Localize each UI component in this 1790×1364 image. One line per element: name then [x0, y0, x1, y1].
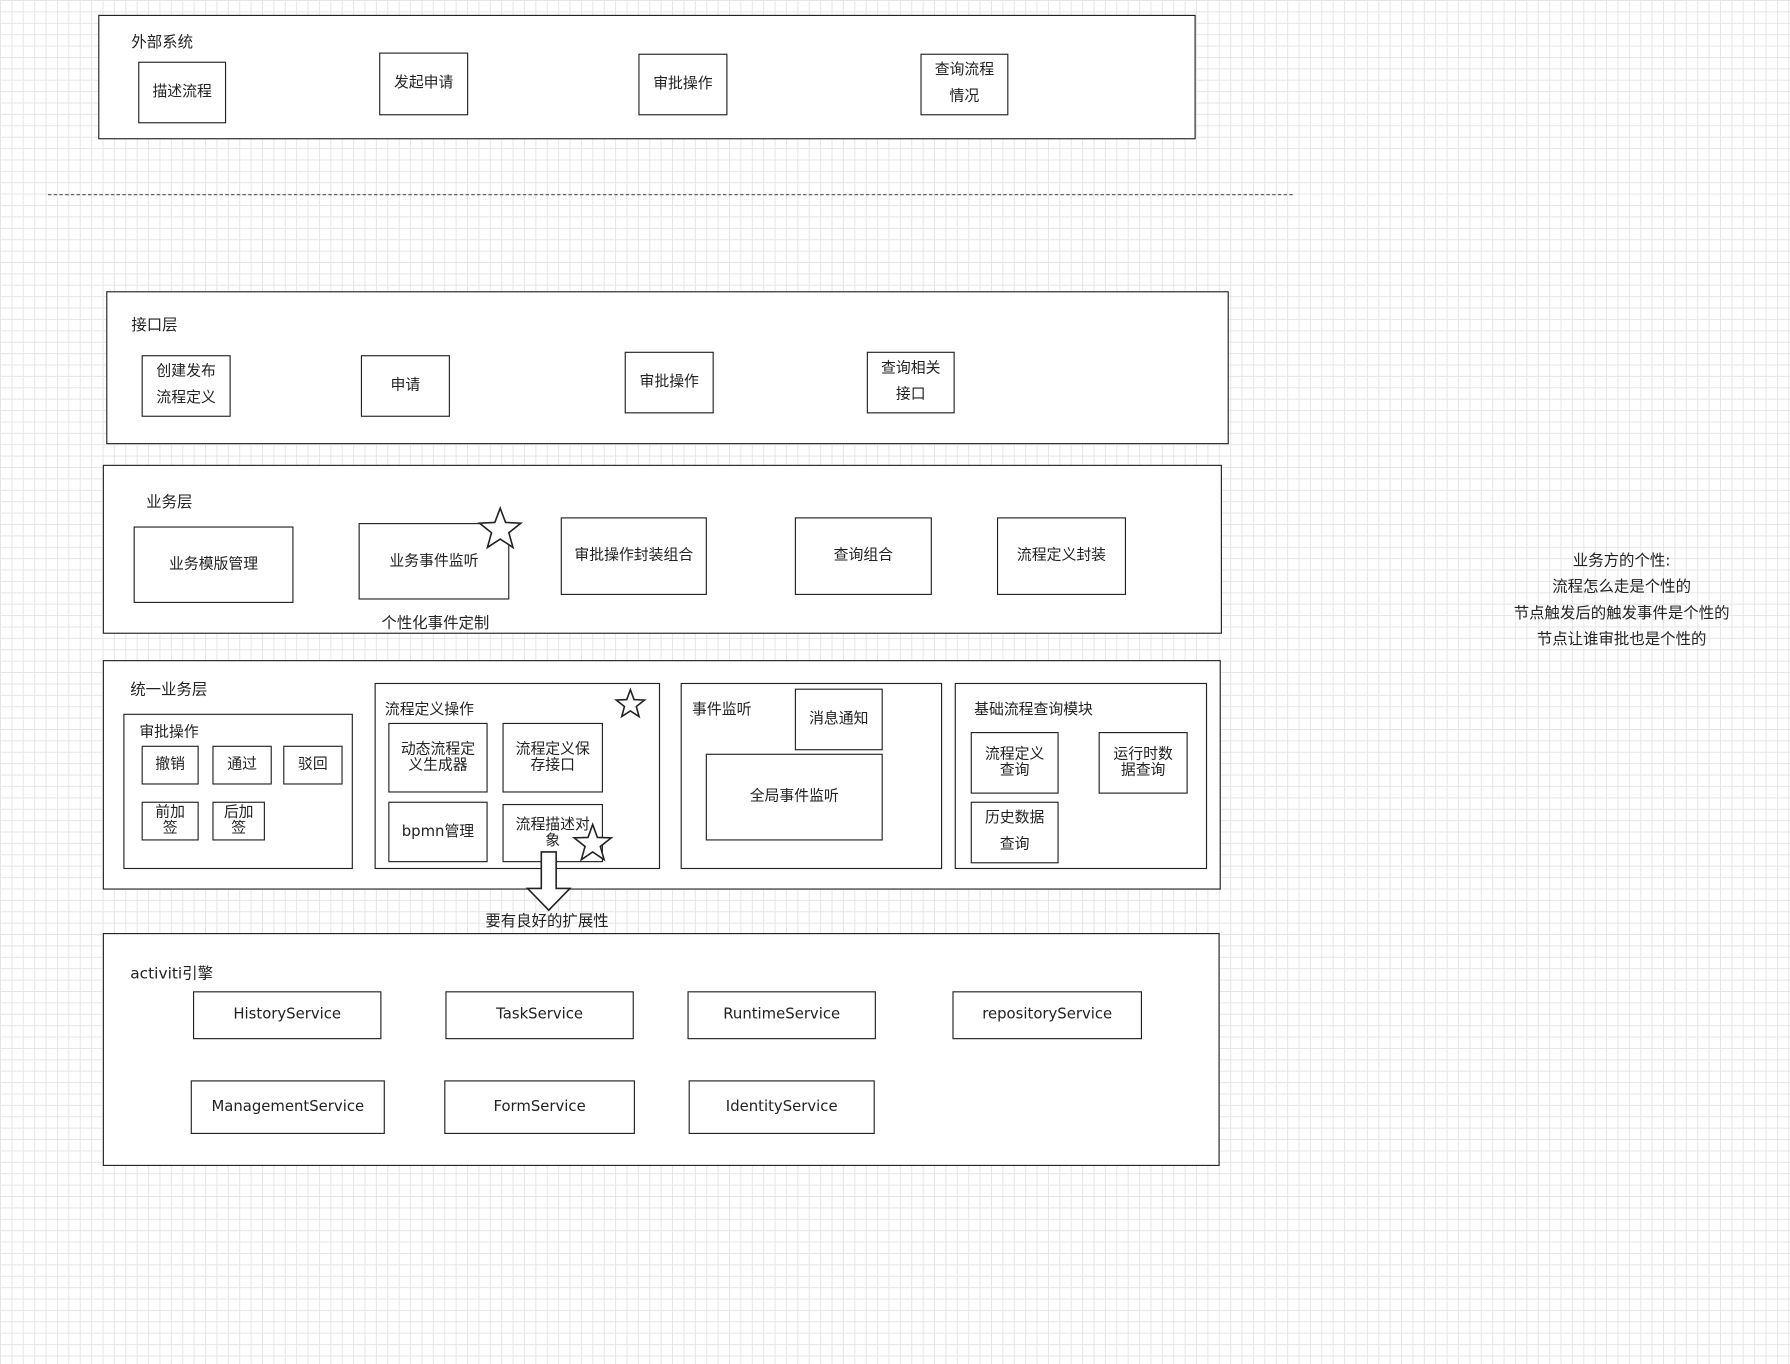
approval-pre-countersign: 前加 签 [141, 801, 199, 841]
approval-operation-group [123, 713, 353, 870]
query-history-data: 历史数据 查询 [970, 801, 1059, 864]
engine-form-service: FormService [444, 1080, 635, 1135]
business-template-management: 业务模版管理 [133, 526, 294, 603]
personalization-note: 业务方的个性: 流程怎么走是个性的 节点触发后的触发事件是个性的 节点让谁审批也… [1485, 548, 1759, 653]
approval-pass: 通过 [212, 745, 272, 785]
engine-management-service: ManagementService [190, 1080, 385, 1135]
procdef-bpmn-management: bpmn管理 [388, 801, 488, 863]
query-procdef: 流程定义 查询 [970, 732, 1059, 794]
business-approval-wrapper: 审批操作封装组合 [560, 517, 707, 595]
extensibility-caption: 要有良好的扩展性 [485, 912, 609, 931]
engine-task-service: TaskService [445, 991, 634, 1040]
note-line: 流程怎么走是个性的 [1552, 577, 1692, 597]
query-group-title: 基础流程查询模块 [974, 701, 1093, 719]
approval-reject: 驳回 [283, 745, 343, 785]
external-submit-application: 发起申请 [379, 52, 469, 116]
separator-line [47, 194, 1293, 196]
external-system-title: 外部系统 [131, 33, 193, 52]
engine-runtime-service: RuntimeService [687, 991, 876, 1040]
approval-group-title: 审批操作 [139, 724, 199, 742]
note-line: 节点让谁审批也是个性的 [1536, 630, 1707, 649]
interface-apply: 申请 [360, 355, 450, 417]
procdef-save-api: 流程定义保 存接口 [502, 722, 603, 793]
procdef-dynamic-generator: 动态流程定 义生成器 [388, 722, 488, 793]
engine-repository-service: repositoryService [952, 991, 1142, 1040]
external-describe-process: 描述流程 [138, 61, 227, 124]
unified-layer-title: 统一业务层 [130, 680, 208, 699]
external-approval-operation: 审批操作 [638, 53, 728, 116]
note-line: 业务方的个性: [1572, 551, 1671, 570]
business-event-listener: 业务事件监听 [358, 523, 510, 600]
event-message-notification: 消息通知 [794, 688, 883, 751]
interface-create-publish-procdef: 创建发布 流程定义 [141, 355, 231, 417]
approval-post-countersign: 后加 签 [212, 801, 265, 841]
query-runtime-data: 运行时数 据查询 [1098, 732, 1188, 794]
event-global-listener: 全局事件监听 [705, 753, 883, 841]
external-query-process-status: 查询流程 情况 [920, 53, 1009, 116]
procdef-description-object: 流程描述对 象 [502, 803, 603, 863]
business-query-composition: 查询组合 [794, 517, 932, 595]
event-group-title: 事件监听 [692, 701, 752, 719]
interface-layer-title: 接口层 [131, 316, 178, 335]
engine-history-service: HistoryService [192, 991, 382, 1040]
engine-identity-service: IdentityService [688, 1080, 875, 1135]
procdef-group-title: 流程定义操作 [384, 701, 474, 719]
interface-approval-operation: 审批操作 [624, 351, 714, 414]
business-event-caption: 个性化事件定制 [381, 614, 490, 633]
business-layer-title: 业务层 [146, 493, 193, 512]
business-procdef-wrapper: 流程定义封装 [996, 517, 1127, 595]
engine-title: activiti引擎 [130, 964, 214, 984]
approval-revoke: 撤销 [141, 745, 199, 785]
note-line: 节点触发后的触发事件是个性的 [1513, 603, 1730, 623]
interface-query-api: 查询相关 接口 [866, 351, 955, 414]
